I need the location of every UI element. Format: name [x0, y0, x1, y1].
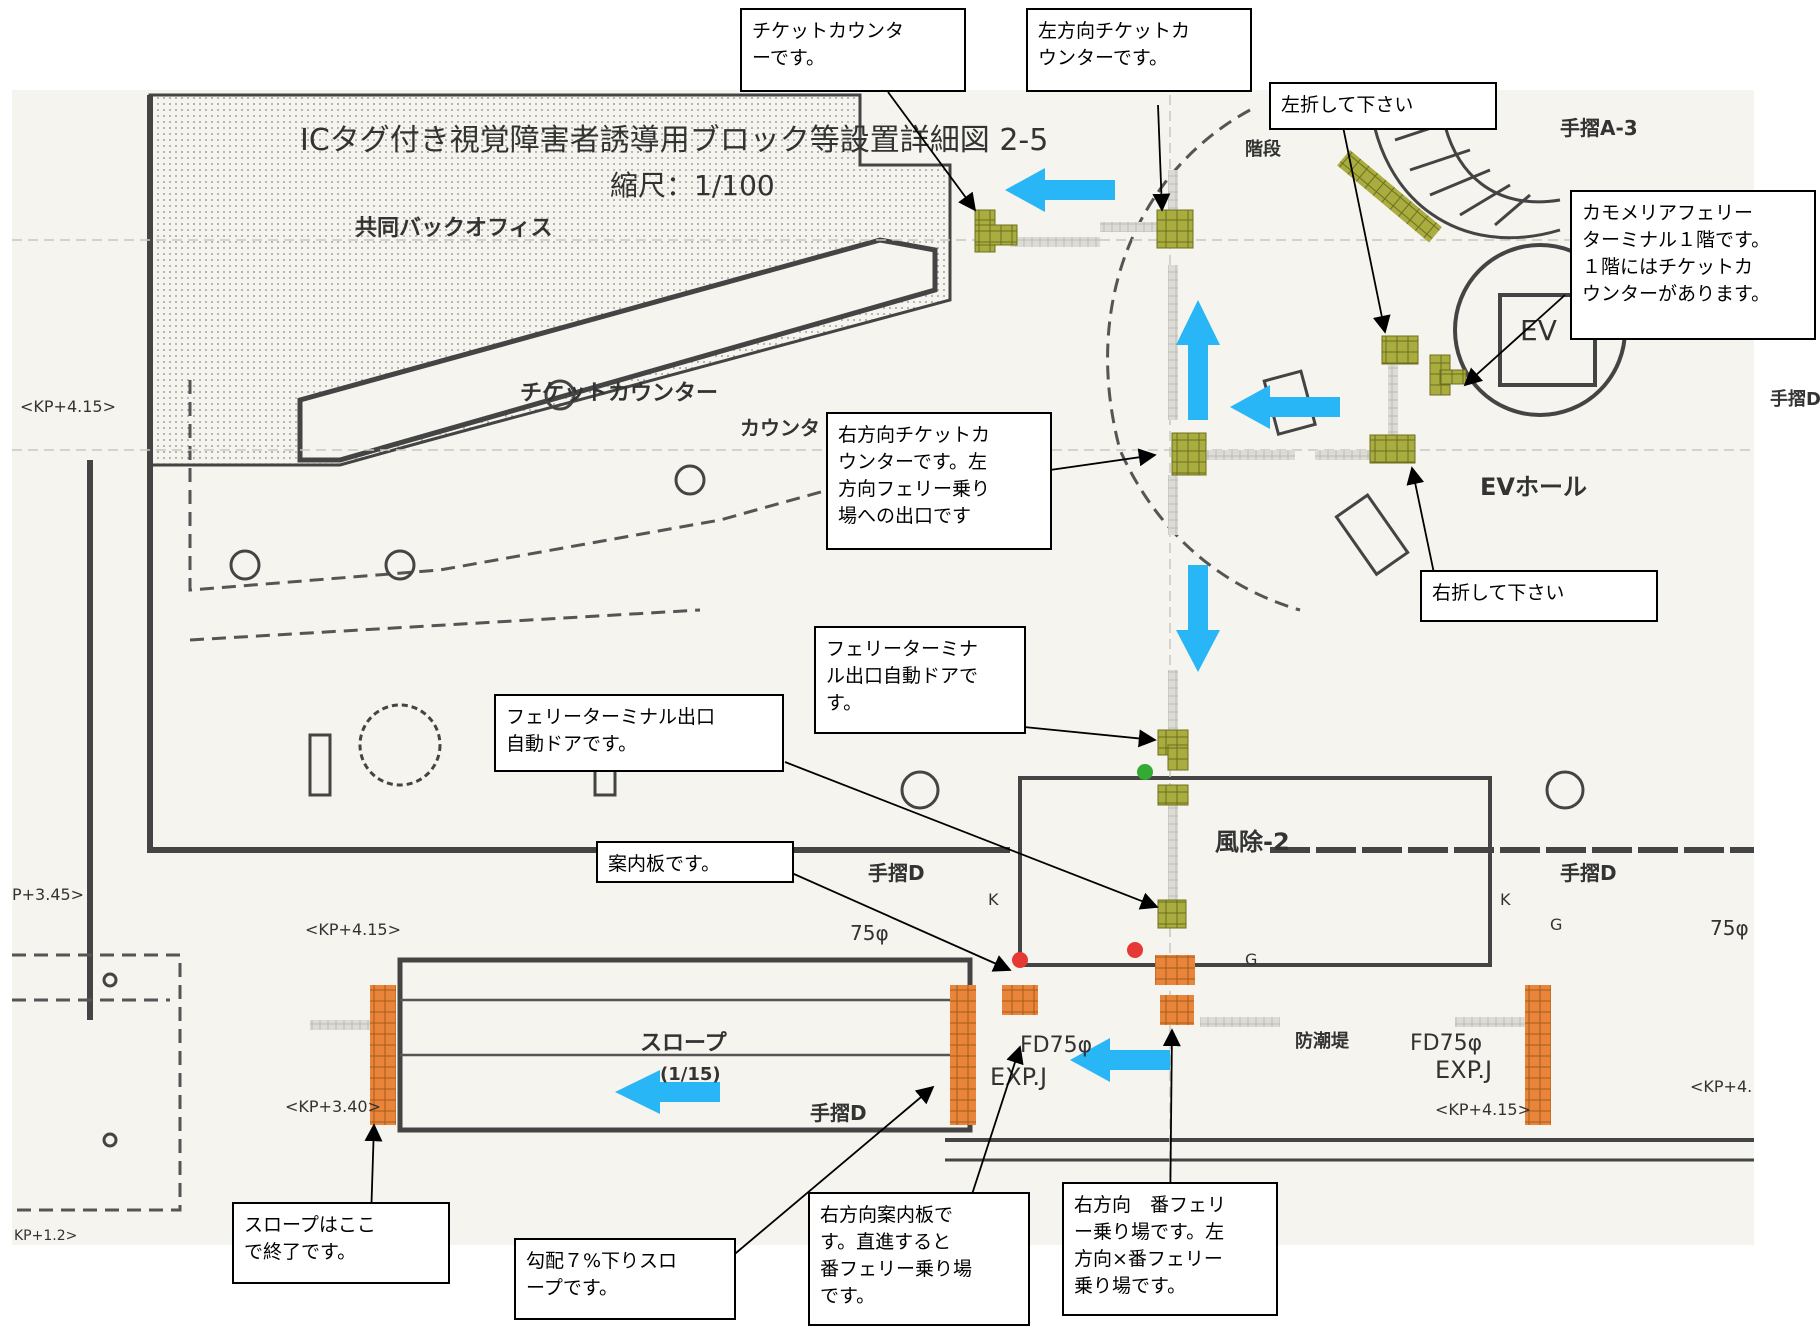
callout-slope-down: 勾配７%下りスロ ープです。 — [514, 1238, 736, 1320]
guide-strips — [310, 170, 1525, 1030]
label-seawall: 防潮堤 — [1295, 1030, 1350, 1052]
label-back-office: 共同バックオフィス — [355, 216, 553, 241]
callout-exit-door-1: フェリーターミナ ル出口自動ドアで す。 — [814, 626, 1026, 734]
callout-exit-door-2: フェリーターミナル出口 自動ドアです。 — [494, 694, 784, 772]
label-kp-415-c: <KP+4.15> — [1435, 1100, 1531, 1119]
label-kp-340: <KP+3.40> — [285, 1097, 381, 1116]
arrow-left-top — [1005, 168, 1115, 212]
plan-scale: 縮尺：1/100 — [610, 169, 775, 202]
round-columns — [102, 379, 1585, 1148]
callout-right-pier: 右方向 番フェリ ー乗り場です。左 方向×番フェリー 乗り場です。 — [1062, 1182, 1278, 1316]
label-kp-4-right: <KP+4. — [1690, 1077, 1752, 1096]
arrow-left-mid — [1230, 385, 1340, 429]
callout-ticket-counter: チケットカウンタ ーです。 — [740, 8, 966, 92]
label-handrail-d3: 手摺D — [1560, 861, 1617, 885]
bench-left — [308, 733, 332, 797]
label-75-right: 75φ — [1710, 916, 1749, 940]
label-handrail-d4: 手摺D — [1770, 388, 1820, 410]
slope-lines — [400, 998, 960, 1057]
label-g-mid: G — [1245, 950, 1257, 969]
callout-slope-end: スロープはここ で終了です。 — [232, 1202, 450, 1284]
plan-title: ICタグ付き視覚障害者誘導用ブロック等設置詳細図 2-5 — [300, 123, 1048, 158]
callout-turn-left: 左折して下さい — [1269, 82, 1497, 130]
label-slope: スロープ — [640, 1031, 728, 1056]
arrow-up — [1176, 300, 1220, 420]
callout-right-ticket-counter: 右方向チケットカ ウンターです。左 方向フェリー乗り 場への出口です — [826, 412, 1052, 550]
callout-right-info-board: 右方向案内板で す。直進すると 番フェリー乗り場 です。 — [808, 1192, 1030, 1326]
label-ticket-counter: チケットカウンター — [520, 381, 718, 406]
label-k-left: K — [988, 890, 999, 909]
arrow-down — [1176, 565, 1220, 672]
green-marker-dot — [1137, 764, 1153, 780]
plan-labels: ICタグ付き視覚障害者誘導用ブロック等設置詳細図 2-5 縮尺：1/100 共同… — [12, 116, 1820, 1244]
orange-tactile-blocks — [370, 955, 1551, 1125]
callout-info-board: 案内板です。 — [596, 841, 794, 883]
label-k-right: K — [1500, 890, 1511, 909]
callout-left-ticket-counter: 左方向チケットカ ウンターです。 — [1026, 8, 1252, 92]
label-exp-left: EXP.J — [990, 1063, 1047, 1091]
label-handrail-d2: 手摺D — [868, 861, 925, 885]
label-g-right: G — [1550, 915, 1562, 934]
label-counter: カウンタ — [740, 416, 820, 440]
label-ev-hall: EVホール — [1480, 473, 1587, 501]
callout-turn-right: 右折して下さい — [1420, 570, 1658, 622]
label-kp-bottom: KP+1.2> — [14, 1228, 77, 1244]
label-fd-left: FD75φ — [1020, 1033, 1092, 1058]
label-handrail-d1: 手摺D — [810, 1101, 867, 1125]
back-office-area — [148, 93, 952, 467]
direction-arrows — [615, 168, 1340, 1114]
label-slope-grade: (1/15) — [660, 1064, 721, 1085]
label-kp-415-b: <KP+4.15> — [305, 920, 401, 939]
dashed-lines — [12, 108, 1301, 1212]
label-kp-415-a: <KP+4.15> — [20, 397, 116, 416]
callout-terminal-1f: カモメリアフェリー ターミナル１階です。 １階にはチケットカ ウンターがあります… — [1570, 190, 1816, 340]
label-75-left: 75φ — [850, 921, 889, 945]
label-windbreak: 風除-2 — [1215, 828, 1290, 856]
label-exp-right: EXP.J — [1435, 1056, 1492, 1084]
red-marker-dot-right — [1127, 942, 1143, 958]
stair-block-strip — [1337, 149, 1442, 243]
arrow-left-lower — [1070, 1038, 1170, 1082]
planter-2 — [1334, 493, 1410, 577]
label-kp-345: P+3.45> — [12, 885, 84, 904]
label-handrail-a3: 手摺A-3 — [1560, 116, 1638, 140]
arrow-left-slope — [615, 1070, 720, 1114]
walls — [87, 95, 1754, 1162]
red-marker-dot-left — [1012, 952, 1028, 968]
label-stairs: 階段 — [1245, 138, 1282, 160]
label-fd-right: FD75φ — [1410, 1031, 1482, 1056]
